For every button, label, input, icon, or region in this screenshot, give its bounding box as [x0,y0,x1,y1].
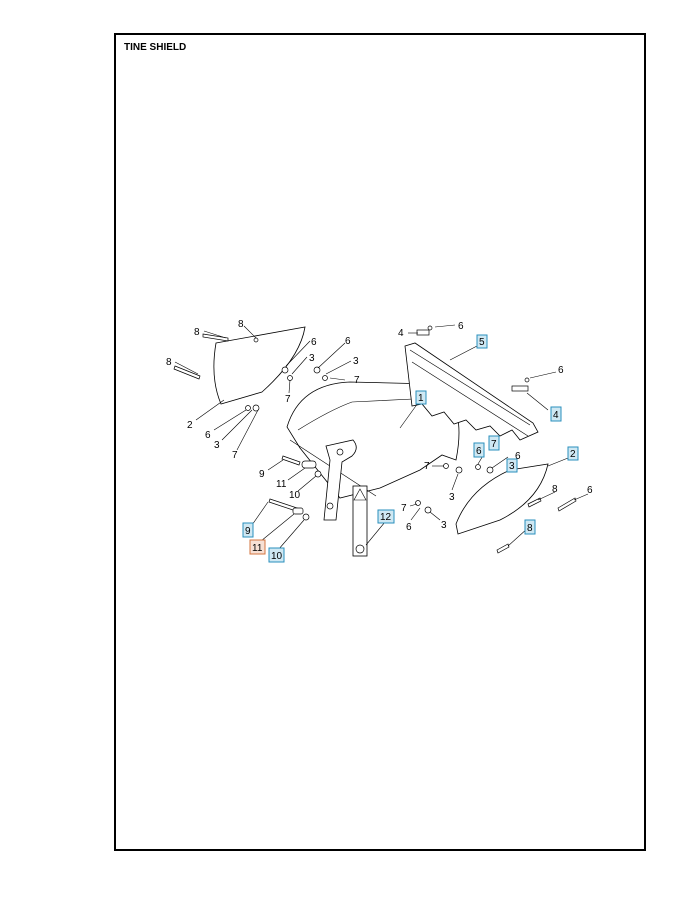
svg-text:2: 2 [570,449,576,460]
svg-text:1: 1 [418,393,424,404]
svg-text:8: 8 [527,523,533,534]
label-10: 10 [289,490,301,501]
label-7: 7 [232,450,238,461]
callout-11-highlighted[interactable]: 11 [249,539,266,555]
svg-text:9: 9 [245,526,251,537]
label-6: 6 [345,336,351,347]
svg-text:12: 12 [380,512,392,523]
label-9: 9 [259,469,265,480]
leader-lines [174,324,589,551]
warning-decal [352,485,368,557]
callout-5[interactable]: 5 [476,334,488,349]
mounting-bracket [323,439,357,521]
label-3: 3 [353,356,359,367]
callout-6[interactable]: 6 [473,442,485,458]
label-11: 11 [276,479,287,490]
svg-text:6: 6 [476,446,482,457]
callout-12[interactable]: 12 [377,509,395,524]
label-7: 7 [401,503,407,514]
svg-text:5: 5 [479,337,485,348]
label-7: 7 [285,394,291,405]
left-side-shield [213,326,306,405]
label-8: 8 [166,357,172,368]
label-6: 6 [458,321,464,332]
right-side-shield [455,463,549,535]
page-title: TINE SHIELD [124,42,187,53]
label-8: 6 [587,485,593,496]
label-3: 3 [441,520,447,531]
svg-text:4: 4 [553,410,559,421]
label-8: 8 [238,319,244,330]
svg-text:3: 3 [509,461,515,472]
diagram-frame: TINE SHIELD [114,33,646,851]
label-8: 8 [552,484,558,495]
label-6: 6 [515,451,521,462]
label-2: 2 [187,420,193,431]
svg-text:11: 11 [252,543,263,554]
label-8: 8 [194,327,200,338]
callout-10[interactable]: 10 [268,547,285,563]
label-6: 6 [205,430,211,441]
part-number-labels: 8 8 8 6 3 7 6 3 7 2 6 3 7 4 6 6 9 11 10 … [166,319,593,533]
callout-3[interactable]: 3 [506,458,518,473]
label-6: 6 [311,337,317,348]
rear-flap [404,342,539,441]
callout-4[interactable]: 4 [550,406,562,422]
label-3: 3 [449,492,455,503]
callout-7[interactable]: 7 [488,435,500,451]
label-7: 7 [354,375,360,386]
label-6: 6 [406,522,412,533]
label-6: 6 [558,365,564,376]
label-3: 3 [214,440,220,451]
callout-9[interactable]: 9 [242,522,254,538]
hardware-bolts-nuts [173,325,577,554]
label-3: 3 [309,353,315,364]
label-7: 7 [424,461,430,472]
label-4: 4 [398,328,404,339]
callout-2[interactable]: 2 [567,446,579,461]
callout-1[interactable]: 1 [415,390,427,405]
svg-text:7: 7 [491,439,497,450]
svg-text:10: 10 [271,551,283,562]
callout-8[interactable]: 8 [524,519,536,535]
